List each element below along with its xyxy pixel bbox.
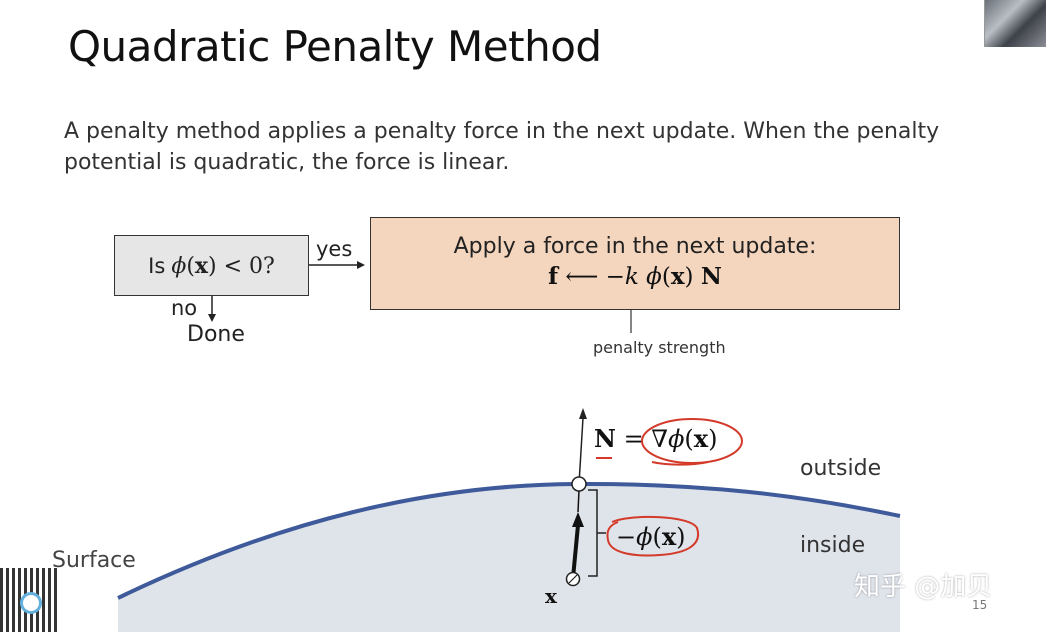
neg-x: x — [662, 522, 676, 551]
normal-eq: = ∇ — [616, 425, 668, 453]
surface-point — [572, 477, 586, 491]
formula-paren-open: ( — [662, 264, 671, 290]
neg-phi: ϕ — [636, 523, 652, 551]
neg-paren-open: ( — [652, 523, 661, 551]
action-title: Apply a force in the next update: — [371, 234, 899, 259]
condition-paren-open: ( — [186, 254, 195, 279]
normal-N: N — [594, 424, 616, 453]
qr-code-icon — [0, 568, 58, 632]
force-arrow-thin — [578, 490, 579, 512]
done-label: Done — [187, 322, 245, 347]
neg-minus: − — [616, 523, 636, 551]
normal-arrow-head — [579, 408, 587, 419]
webcam-thumbnail — [984, 0, 1046, 47]
formula-f: f — [548, 263, 558, 290]
inside-label: inside — [800, 533, 865, 558]
outside-label: outside — [800, 456, 881, 481]
surface-label: Surface — [52, 548, 136, 573]
condition-math: ϕ(x) < 0? — [171, 253, 275, 279]
formula-paren-close: ) — [685, 264, 701, 290]
formula-x: x — [671, 263, 685, 290]
point-x-label: x — [545, 584, 557, 608]
formula-k: k — [625, 264, 639, 290]
page-number: 15 — [972, 598, 987, 612]
formula-N: N — [701, 263, 722, 290]
normal-paren-close: ) — [708, 425, 717, 453]
condition-prefix: Is — [148, 254, 165, 278]
yes-arrow-head — [357, 261, 365, 269]
action-formula: f ⟵ −k ϕ(x) N — [371, 263, 899, 290]
inside-region — [118, 484, 900, 632]
condition-phi: ϕ — [171, 254, 186, 279]
no-arrow-head — [208, 314, 216, 322]
normal-arrow-line — [579, 418, 583, 484]
normal-phi: ϕ — [668, 425, 684, 453]
no-label: no — [171, 296, 197, 320]
condition-rest: ) < 0? — [208, 254, 275, 279]
neg-paren-close: ) — [676, 523, 685, 551]
penalty-strength-label: penalty strength — [593, 338, 726, 357]
formula-phi: ϕ — [639, 264, 662, 290]
action-box: Apply a force in the next update: f ⟵ −k… — [370, 217, 900, 310]
condition-box: Is ϕ(x) < 0? — [114, 235, 309, 296]
normal-paren-open: ( — [684, 425, 693, 453]
formula-arrow: ⟵ − — [558, 264, 625, 290]
normal-equation: N = ∇ϕ(x) — [594, 424, 717, 453]
yes-label: yes — [316, 237, 352, 261]
normal-x: x — [694, 424, 708, 453]
condition-x: x — [195, 253, 208, 279]
neg-phi-label: −ϕ(x) — [616, 522, 686, 551]
